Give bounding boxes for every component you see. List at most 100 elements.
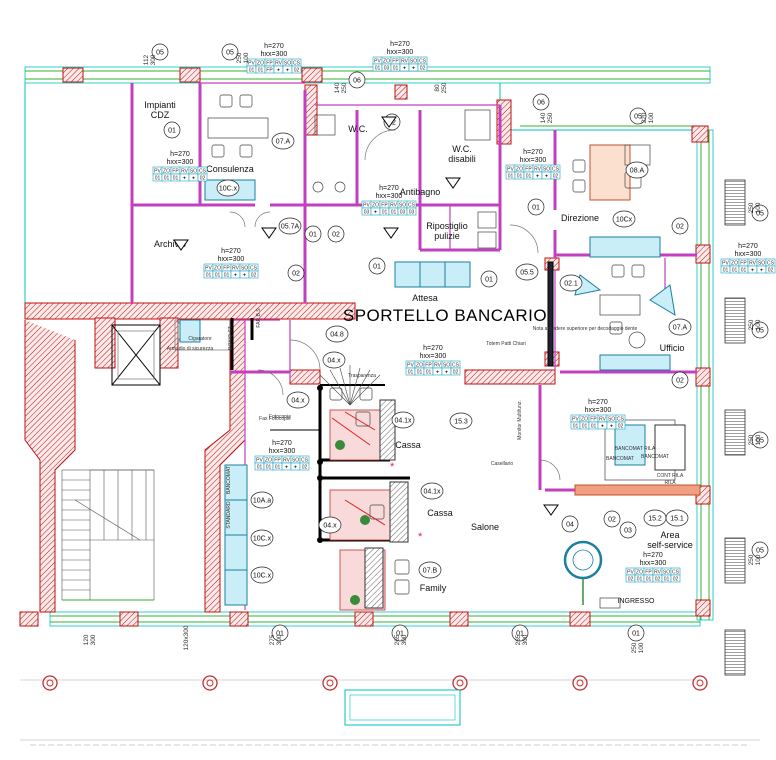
spec-value: 01 [393, 66, 399, 72]
spec-value: 03 [400, 210, 406, 216]
spec-cell [299, 462, 310, 471]
element-tag: 15.2 [643, 509, 667, 527]
spec-header: ZO [383, 59, 390, 65]
tag-bubble [511, 624, 529, 642]
element-tag: 05 [751, 541, 769, 559]
tag-bubble [250, 529, 274, 547]
spec-value: 01 [258, 68, 264, 74]
tag-label: 01 [516, 631, 524, 638]
tag-bubble [348, 71, 366, 89]
tag-label: 15.3 [454, 419, 468, 426]
cash-counters [329, 399, 409, 611]
element-tag: 05 [221, 43, 239, 61]
spec-value: 02 [628, 577, 634, 583]
spec-value: 03 [384, 66, 390, 72]
tag-bubble [221, 43, 239, 61]
dimension-text: 100 [755, 554, 762, 565]
spec-header: FP [645, 570, 652, 576]
spec-cell [406, 207, 417, 216]
spec-header: FP [172, 169, 179, 175]
spec-value: 01 [257, 465, 263, 471]
element-tag: 04.x [318, 516, 342, 534]
element-tags: 050506010207.A10C.x05.7A0102010201020605… [151, 43, 769, 642]
element-tag: 01 [511, 624, 529, 642]
spec-header: FP [381, 203, 388, 209]
dimension-text: 250 [236, 52, 243, 63]
tag-bubble [561, 515, 579, 533]
external-grilles [724, 179, 746, 676]
tag-bubble [391, 411, 415, 429]
spec-header: RV [654, 570, 662, 576]
spec-value: 01 [224, 273, 230, 279]
spec-value: ✦ [444, 370, 448, 376]
tag-bubble [619, 521, 637, 539]
tag-bubble [271, 624, 289, 642]
room-specs: h=270hxx=300PV01ZO01FPFPRV✦SO✦CS02h=270h… [152, 41, 776, 583]
tag-label: 01 [373, 264, 381, 271]
spec-value: ✦ [435, 370, 439, 376]
tag-label: 05.5 [520, 270, 534, 277]
spec-value: 01 [155, 176, 161, 182]
dimension-text: 265 [394, 634, 401, 645]
spec-value: 01 [732, 268, 738, 274]
room-label-self-service: self-service [647, 540, 693, 550]
tag-label: 04.x [291, 398, 305, 405]
dimension-label: 120x300 [183, 625, 190, 650]
annotation-text: BANCOMAT [226, 466, 232, 494]
spec-header: FP [425, 363, 432, 369]
tag-label: 04 [566, 522, 574, 529]
room-label-direzione: Direzione [561, 213, 599, 223]
spec-header: CS [408, 203, 416, 209]
tag-bubble [751, 204, 769, 222]
element-tag: 04.8 [325, 325, 349, 343]
annotation-text: Casellario [491, 461, 513, 467]
spec-header: CS [552, 167, 560, 173]
spec-header: FP [590, 417, 597, 423]
tag-label: 05.7A [281, 224, 300, 231]
dimension-text: 100 [243, 52, 250, 63]
element-tag: 15.3 [449, 412, 473, 430]
room-label-antibagno: Antibagno [400, 187, 441, 197]
spec-value: 01 [417, 370, 423, 376]
tag-bubble [420, 482, 444, 500]
dimension-text: 140 [540, 112, 547, 123]
tag-label: 05 [226, 50, 234, 57]
spec-header: RV [401, 59, 409, 65]
marker-asterisk: * [390, 461, 395, 473]
spec-header: PV [572, 417, 579, 423]
element-tag: 15.1 [665, 509, 689, 527]
tag-label: 10A.a [253, 498, 271, 505]
tag-bubble [327, 225, 345, 243]
element-tag: 10Cx [612, 210, 636, 228]
spec-value: 02 [294, 68, 300, 74]
tag-label: 04.1x [394, 418, 412, 425]
spec-value: 02 [553, 174, 559, 180]
room-label-ripostiglio: Ripostiglio [426, 221, 468, 231]
tag-label: 02.1 [564, 281, 578, 288]
tag-bubble [287, 264, 305, 282]
spec-height-xx: hxx=300 [640, 560, 667, 567]
element-tag: 10C.x [250, 566, 274, 584]
spec-header: RV [390, 203, 398, 209]
dimension-text: 120 [83, 634, 90, 645]
element-tag: 01 [368, 257, 386, 275]
spec-header: ZO [581, 417, 588, 423]
room-label-attesa: Attesa [412, 293, 438, 303]
spec-header: PV [248, 61, 255, 67]
tag-bubble [532, 93, 550, 111]
spec-header: CS [672, 570, 680, 576]
element-tag: 10C.x [216, 179, 240, 197]
spec-header: FP [525, 167, 532, 173]
element-tag: 06 [532, 93, 550, 111]
tag-label: 02 [676, 224, 684, 231]
spec-header: PV [507, 167, 514, 173]
spec-header: CS [419, 59, 427, 65]
annotation-text: Nota accedere superiore per decodaggio d… [533, 326, 638, 332]
spec-header: RV [283, 458, 291, 464]
